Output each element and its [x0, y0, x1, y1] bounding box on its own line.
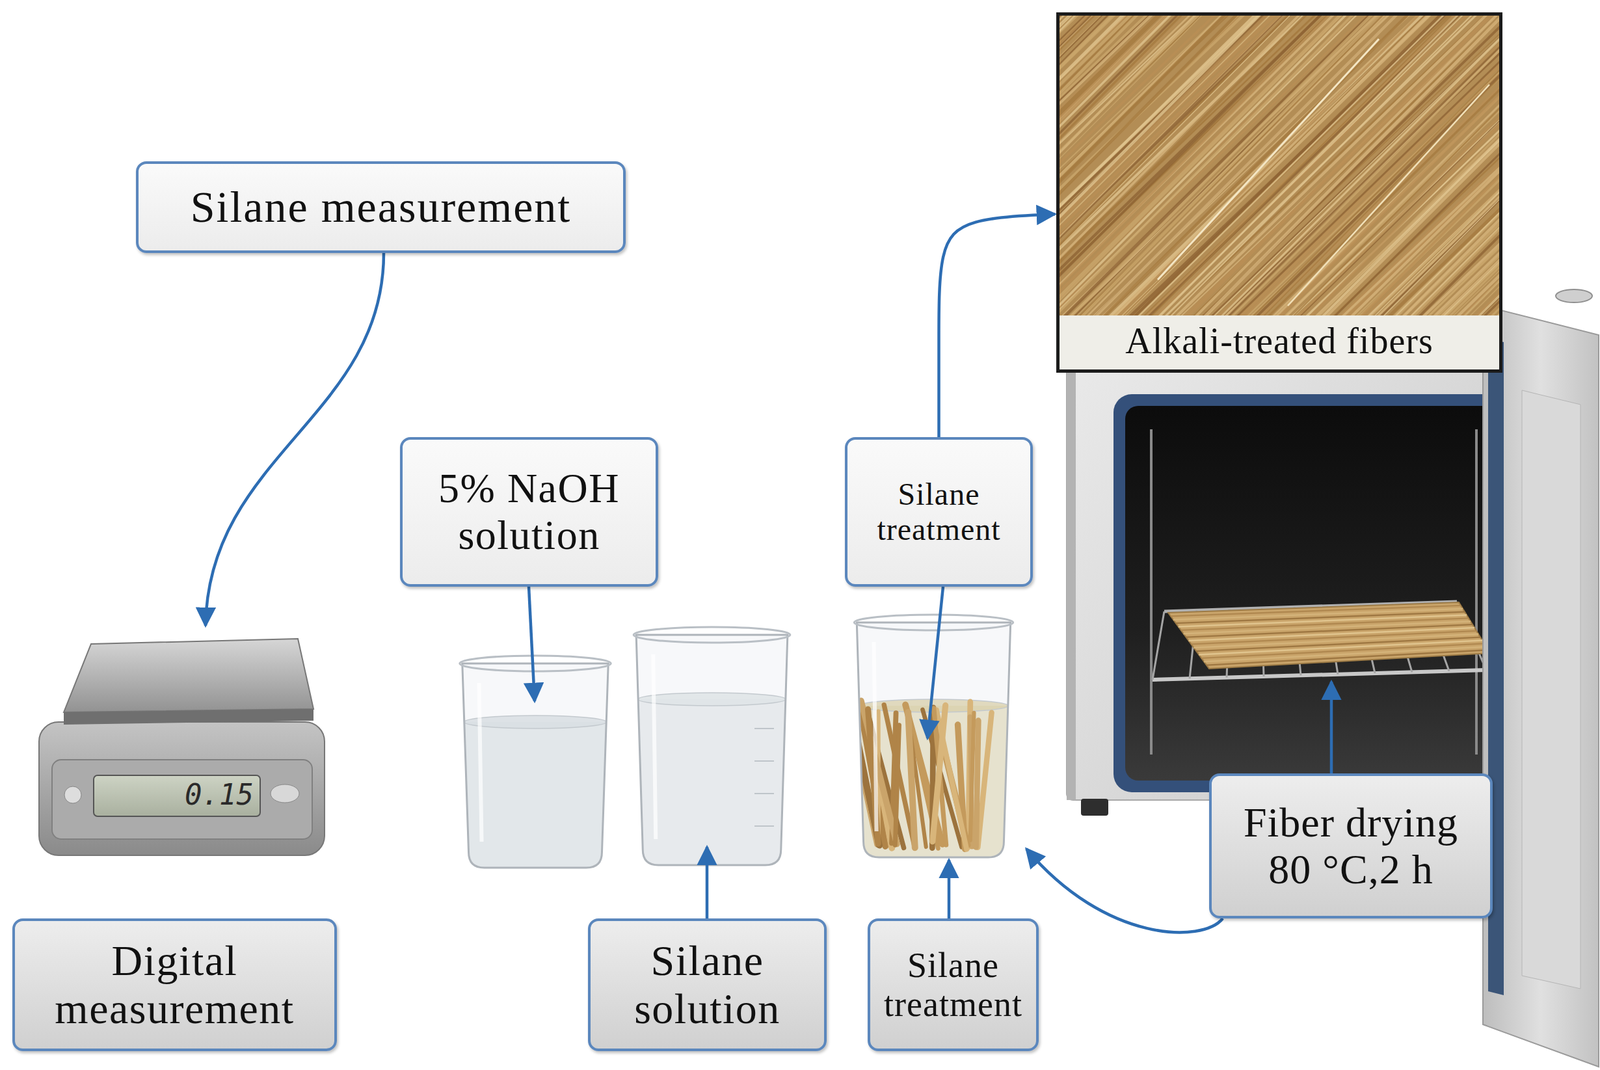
glass-beaker: [629, 626, 795, 866]
glass-beaker: [856, 622, 1011, 858]
drying-oven: [1152, 669, 1487, 680]
leader-arrow: [927, 586, 944, 739]
glass-beaker: [907, 712, 916, 848]
glass-beaker: [932, 705, 946, 841]
leader-arrow: [1330, 681, 1334, 774]
drying-oven: [1555, 289, 1593, 303]
digital-scale: [270, 784, 300, 803]
step-label: Silane measurement: [190, 182, 572, 232]
glass-beaker: [754, 727, 774, 730]
drying-oven: [1125, 405, 1500, 781]
fiber-photo: [1287, 84, 1490, 306]
step-box: Silane solution: [587, 918, 827, 1052]
fiber-photo: [1157, 39, 1379, 280]
glass-beaker: [636, 634, 788, 866]
drying-oven: [1186, 624, 1473, 638]
photo-panel: Alkali-treated fibers: [1056, 12, 1503, 373]
glass-beaker: [976, 720, 979, 848]
digital-scale: [39, 721, 325, 856]
step-label: Silane treatment: [883, 945, 1024, 1025]
step-label: 5% NaOH solution: [415, 465, 643, 559]
leader-arrow: [1026, 848, 1223, 933]
glass-beaker: [970, 712, 975, 841]
scale-reading: 0.15: [162, 780, 254, 810]
drying-oven: [1066, 286, 1599, 1067]
drying-oven: [1475, 429, 1478, 755]
step-box: 5% NaOH solution: [400, 437, 659, 587]
digital-scale: [39, 638, 325, 856]
drying-oven: [1149, 429, 1153, 755]
drying-oven: [1203, 646, 1487, 662]
photo-caption: Alkali-treated fibers: [1059, 315, 1500, 370]
glass-beaker: [754, 825, 774, 827]
drying-oven: [1113, 394, 1512, 793]
digital-scale: [64, 786, 82, 804]
fiber-photo: [669, 14, 1600, 371]
drying-oven: [1152, 611, 1165, 680]
leader-arrow: [947, 859, 951, 919]
step-box: Fiber drying 80 °C,2 h: [1209, 773, 1493, 919]
glass-beaker: [851, 700, 992, 849]
glass-beaker: [850, 614, 1018, 858]
step-box: Silane treatment: [844, 437, 1033, 587]
flow-arrow: [939, 213, 1056, 438]
glass-beaker: [459, 655, 611, 672]
drying-oven: [1080, 798, 1109, 816]
leader-arrow: [705, 846, 709, 919]
digital-scale: [63, 708, 314, 725]
step-box: Digital measurement: [12, 918, 337, 1052]
step-label: Digital measurement: [27, 936, 322, 1033]
drying-oven: [1188, 627, 1476, 641]
leader-arrow: [205, 253, 384, 626]
step-box: Silane treatment: [867, 918, 1039, 1052]
glass-beaker: [754, 792, 774, 795]
digital-scale: [93, 775, 261, 817]
drying-oven: [1183, 621, 1471, 634]
glass-beaker: [638, 692, 786, 706]
leader-arrow: [528, 586, 535, 702]
digital-scale: [63, 638, 314, 713]
drying-oven: [1521, 390, 1581, 989]
digital-scale: [52, 759, 313, 840]
glass-beaker: [894, 725, 899, 846]
step-label: Silane treatment: [860, 476, 1018, 547]
glass-beaker: [633, 626, 791, 643]
drying-oven: [1201, 643, 1485, 659]
drying-oven: [1482, 305, 1599, 1067]
glass-beaker: [464, 715, 607, 729]
glass-beaker: [653, 654, 656, 840]
glass-beaker: [479, 682, 482, 842]
drying-oven: [1206, 649, 1489, 666]
glass-beaker: [754, 760, 774, 762]
drying-oven: [1168, 602, 1491, 669]
step-label: Silane solution: [603, 936, 812, 1033]
glass-beaker: [853, 614, 1013, 631]
step-box: Silane measurement: [135, 161, 626, 254]
step-label: Fiber drying 80 °C,2 h: [1224, 799, 1478, 893]
fiber-photo: [1059, 15, 1500, 370]
glass-beaker: [874, 641, 877, 832]
